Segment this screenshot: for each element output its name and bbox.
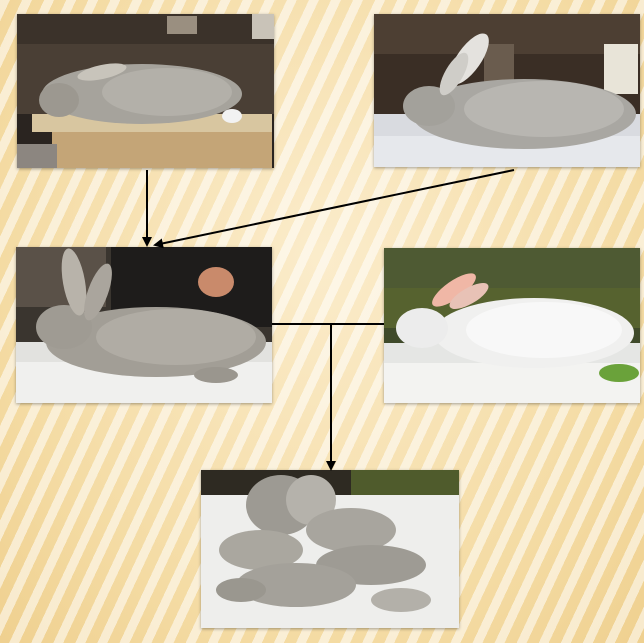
rabbit-kits-litter-photo xyxy=(201,470,459,628)
gray-rabbit-on-box-icon xyxy=(17,14,274,168)
gray-rabbit-parent-photo-2 xyxy=(374,14,640,167)
gray-rabbit-offspring-photo xyxy=(16,247,272,403)
white-rabbit-icon xyxy=(384,248,640,403)
white-rabbit-parent-photo xyxy=(384,248,640,403)
gray-rabbit-parent-photo-1 xyxy=(17,14,274,168)
gray-rabbit-held-icon xyxy=(16,247,272,403)
gray-rabbit-on-table-icon xyxy=(374,14,640,167)
rabbit-kits-icon xyxy=(201,470,459,628)
arrow-parent2-to-offspring xyxy=(155,170,514,245)
